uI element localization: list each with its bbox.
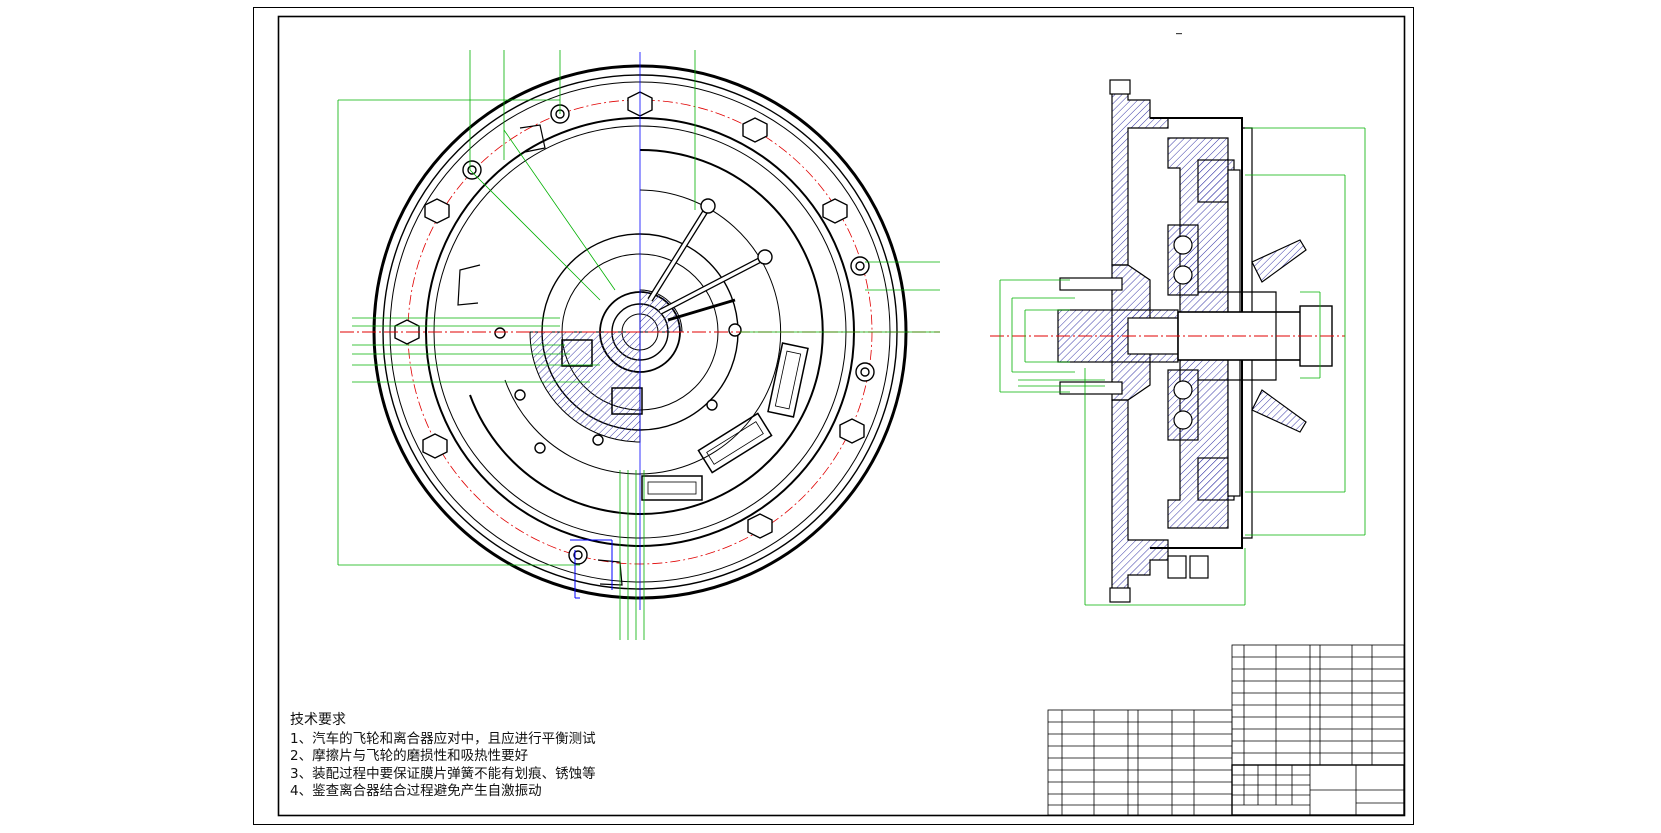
- parts-list-upper: [1231, 644, 1405, 766]
- requirement-item-4: 4、鉴查离合器结合过程避免产生自激振动: [290, 783, 542, 799]
- requirement-item-2: 2、摩擦片与飞轮的磨损性和吸热性要好: [290, 748, 529, 764]
- section-view: [1057, 79, 1333, 603]
- outer-border: [253, 7, 1414, 825]
- parts-list-lower: [1047, 709, 1233, 816]
- front-view-dimensions: [337, 50, 940, 640]
- requirement-item-1: 1、汽车的飞轮和离合器应对中，且应进行平衡测试: [290, 730, 596, 747]
- front-blue-marks: [570, 539, 613, 599]
- title-block: [1231, 764, 1405, 816]
- requirement-item-3: 3、装配过程中要保证膜片弹簧不能有划痕、锈蚀等: [290, 765, 596, 782]
- technical-requirements-title: 技术要求: [290, 712, 346, 728]
- inner-border: [277, 15, 1406, 817]
- section-view-dimensions: [999, 127, 1366, 606]
- technical-requirements: 技术要求 1、汽车的飞轮和离合器应对中，且应进行平衡测试 2、摩擦片与飞轮的磨损…: [290, 712, 710, 801]
- center-mark: [1176, 33, 1182, 35]
